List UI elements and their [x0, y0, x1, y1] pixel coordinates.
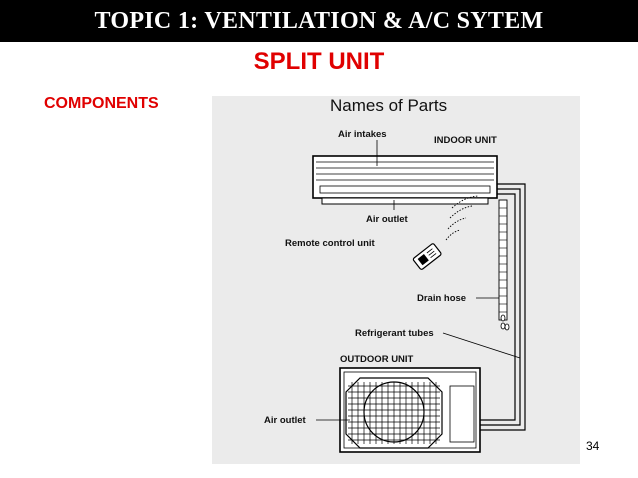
leader-refrigerant-tubes — [442, 332, 521, 359]
slide-subtitle: SPLIT UNIT — [253, 48, 385, 75]
label-air-intakes: Air intakes — [338, 129, 387, 140]
label-outdoor-unit: OUTDOOR UNIT — [340, 354, 414, 365]
label-air-outlet-indoor: Air outlet — [366, 214, 409, 225]
diagram-title: Names of Parts — [330, 96, 447, 115]
slide-title: TOPIC 1: VENTILATION & A/C SYTEM — [94, 7, 544, 34]
page-number: 34 — [586, 439, 600, 453]
label-drain-hose: Drain hose — [417, 293, 466, 304]
title-bar: TOPIC 1: VENTILATION & A/C SYTEM — [0, 0, 638, 42]
label-remote-control: Remote control unit — [285, 238, 376, 249]
remote-signal-waves — [445, 195, 479, 241]
components-label: COMPONENTS — [44, 95, 159, 112]
split-unit-diagram: Names of Parts Air intakes INDOOR UNIT A… — [212, 96, 580, 464]
label-refrigerant-tubes: Refrigerant tubes — [355, 328, 434, 339]
label-indoor-unit: INDOOR UNIT — [434, 135, 497, 146]
remote-control-drawing — [412, 243, 442, 270]
refrigerant-tubes-drawing — [480, 183, 526, 431]
diagram-svg: Names of Parts Air intakes INDOOR UNIT A… — [264, 96, 526, 453]
label-air-outlet-outdoor: Air outlet — [264, 415, 307, 426]
indoor-unit-drawing — [312, 155, 498, 205]
drain-hose-drawing — [498, 199, 510, 331]
outdoor-unit-drawing — [339, 367, 481, 453]
